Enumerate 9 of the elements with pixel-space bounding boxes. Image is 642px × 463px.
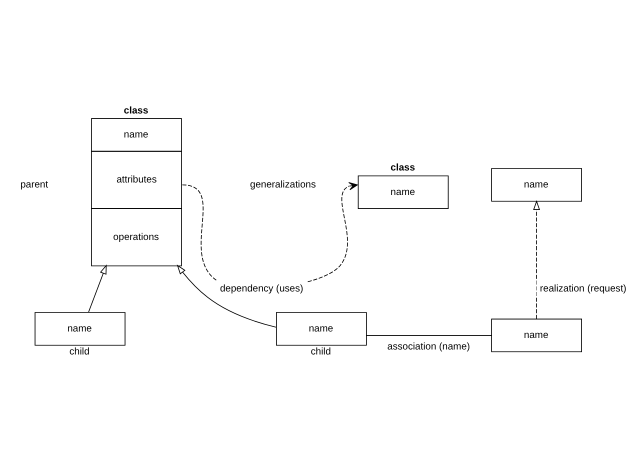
edge-label: association (name) <box>387 341 470 352</box>
node-label: class <box>124 105 148 116</box>
node-label: child <box>310 346 331 358</box>
edge-label: dependency (uses) <box>220 284 304 295</box>
node-label: class <box>390 162 416 174</box>
node-label: child <box>69 346 90 358</box>
label: generalizations <box>250 179 316 190</box>
edge-label: realization (request) <box>540 284 626 295</box>
label: parent <box>20 179 48 190</box>
